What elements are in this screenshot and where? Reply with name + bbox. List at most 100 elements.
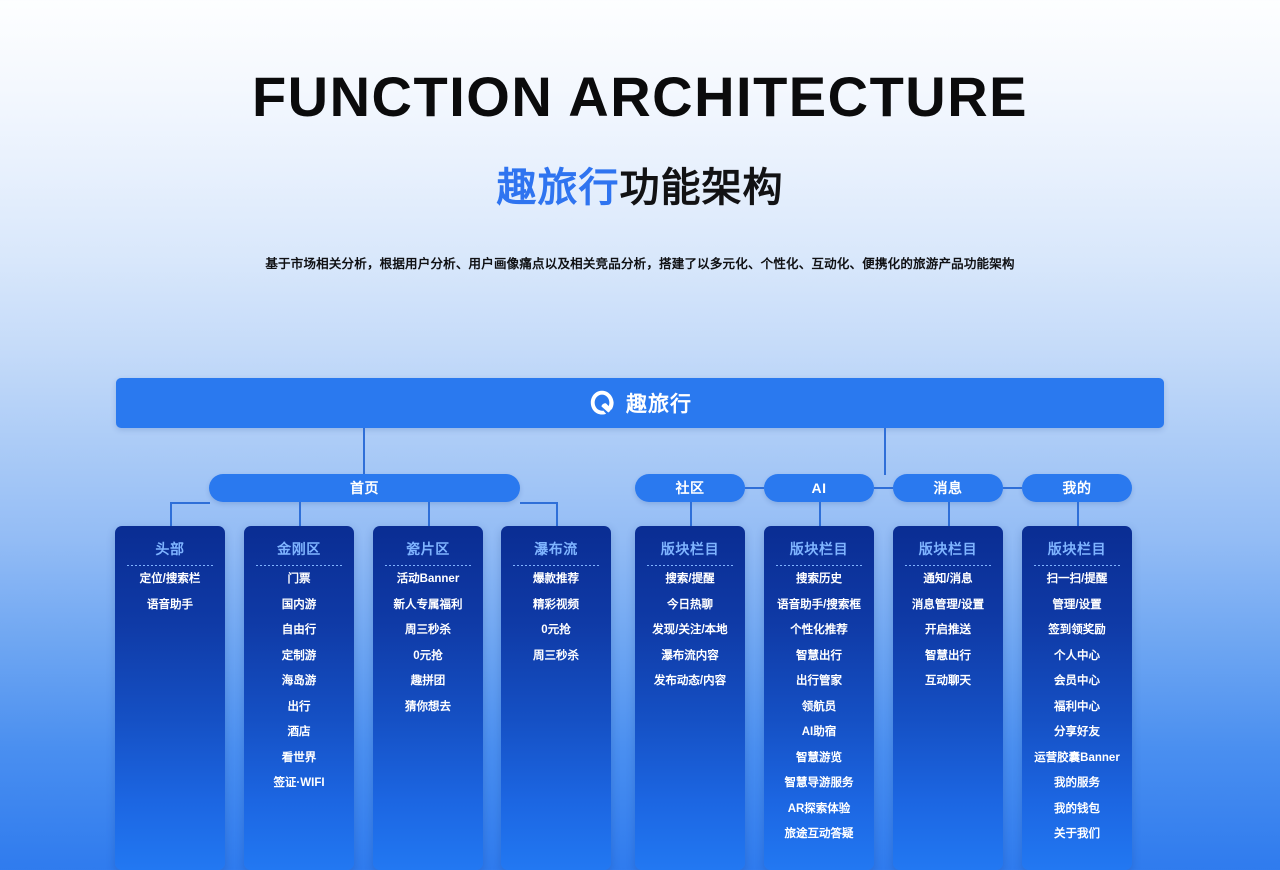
card-item: 扫一扫/提醒: [1046, 573, 1108, 585]
card-item: 智慧出行: [795, 649, 842, 662]
connector-root-to-right-group: [884, 428, 886, 475]
card-item: 海岛游: [281, 675, 317, 687]
card-item: 开启推送: [924, 624, 971, 636]
card-item: 签证·WIFI: [273, 777, 325, 789]
card-divider: [776, 565, 862, 566]
card-item-list: 搜索/提醒今日热聊发现/关注/本地瀑布流内容发布动态/内容: [652, 573, 727, 702]
connector-home-col1-h: [170, 502, 210, 504]
card-title: 版块栏目: [918, 541, 978, 557]
card-divider: [256, 565, 342, 566]
card-column-3[interactable]: 瓷片区 活动Banner 新人专属福利周三秒杀 0元抢趣拼团猜你想去: [373, 526, 483, 870]
card-item: 管理/设置: [1052, 598, 1102, 611]
node-mine[interactable]: 我的: [1022, 474, 1132, 502]
node-mine-label: 我的: [1062, 480, 1092, 496]
card-item: 精彩视频: [533, 598, 579, 611]
card-item: 定位/搜索栏: [139, 573, 201, 585]
card-item: 出行管家: [795, 675, 842, 687]
connector-messages-mine: [1003, 487, 1022, 489]
connector-home-col1-v: [170, 502, 172, 526]
card-column-8[interactable]: 版块栏目 扫一扫/提醒管理/设置签到领奖励个人中心会员中心福利中心分享好友运营胶…: [1022, 526, 1132, 870]
card-column-1[interactable]: 头部 定位/搜索栏语音助手: [115, 526, 225, 870]
card-title: 版块栏目: [660, 541, 720, 557]
card-item: 瀑布流内容: [661, 649, 719, 662]
card-item: 消息管理/设置: [911, 598, 985, 611]
card-column-5[interactable]: 版块栏目 搜索/提醒今日热聊发现/关注/本地瀑布流内容发布动态/内容: [635, 526, 745, 870]
card-item: AI助宿: [801, 726, 837, 738]
card-item-list: 通知/消息消息管理/设置开启推送智慧出行互动聊天: [911, 573, 985, 702]
card-item: AR探索体验: [787, 802, 851, 815]
connector-root-to-home: [363, 428, 365, 475]
card-column-2[interactable]: 金刚区 门票国内游自由行定制游海岛游出行酒店看世界签证·WIFI: [244, 526, 354, 870]
card-item: 周三秒杀: [533, 649, 579, 662]
card-item: 今日热聊: [666, 598, 713, 611]
card-item: 酒店: [287, 726, 311, 738]
page-header: FUNCTION ARCHITECTURE 趣旅行功能架构 基于市场相关分析，根…: [0, 65, 1280, 272]
connector-community-card-v: [690, 502, 692, 526]
card-item: 新人专属福利: [393, 598, 463, 611]
card-item: 爆款推荐: [533, 573, 579, 585]
node-ai[interactable]: AI: [764, 474, 874, 502]
node-community[interactable]: 社区: [635, 474, 745, 502]
root-node[interactable]: 趣旅行: [116, 378, 1164, 428]
card-item: 门票: [287, 573, 311, 585]
card-item: 0元抢: [541, 624, 571, 636]
card-item: 语音助手: [146, 598, 193, 611]
card-item: 0元抢: [413, 649, 443, 662]
card-item: 领航员: [801, 700, 837, 713]
card-title: 版块栏目: [1047, 541, 1107, 557]
card-item: 活动Banner: [396, 573, 460, 585]
page-title: FUNCTION ARCHITECTURE: [251, 65, 1029, 128]
card-item: 发布动态/内容: [653, 675, 727, 687]
node-messages-label: 消息: [933, 480, 963, 496]
node-messages[interactable]: 消息: [893, 474, 1003, 502]
card-item: 出行: [287, 700, 311, 713]
card-item: 搜索/提醒: [665, 573, 715, 585]
card-title: 瀑布流: [534, 541, 578, 557]
card-divider: [647, 565, 733, 566]
subtitle-brand: 趣旅行: [496, 165, 620, 210]
card-divider: [385, 565, 471, 566]
page-subtitle: 趣旅行功能架构: [0, 155, 1280, 213]
card-item: 猜你想去: [405, 700, 451, 713]
connector-home-col2-v: [299, 502, 301, 526]
card-item: 个人中心: [1054, 649, 1100, 662]
card-column-7[interactable]: 版块栏目 通知/消息消息管理/设置开启推送智慧出行互动聊天: [893, 526, 1003, 870]
card-item: 智慧游览: [795, 751, 842, 764]
connector-home-col4-v: [556, 502, 558, 526]
node-community-label: 社区: [675, 480, 705, 496]
card-title: 金刚区: [277, 541, 321, 557]
card-item: 会员中心: [1054, 675, 1100, 687]
card-item: 智慧出行: [924, 649, 971, 662]
card-divider: [905, 565, 991, 566]
node-ai-label: AI: [811, 480, 827, 496]
node-home[interactable]: 首页: [209, 474, 520, 502]
card-item-list: 定位/搜索栏语音助手: [139, 573, 201, 625]
card-item: 福利中心: [1054, 700, 1100, 713]
connector-home-col4-h: [520, 502, 557, 504]
card-item: 签到领奖励: [1048, 624, 1106, 636]
card-item-list: 门票国内游自由行定制游海岛游出行酒店看世界签证·WIFI: [273, 573, 325, 804]
qu-travel-logo-icon: [590, 390, 614, 415]
connector-ai-card-v: [819, 502, 821, 526]
page-description: 基于市场相关分析，根据用户分析、用户画像痛点以及相关竞品分析，搭建了以多元化、个…: [265, 256, 1015, 271]
card-item: 趣拼团: [410, 675, 446, 687]
card-column-4[interactable]: 瀑布流 爆款推荐精彩视频 0元抢周三秒杀: [501, 526, 611, 870]
card-item: 运营胶囊Banner: [1034, 751, 1120, 764]
card-divider: [1034, 565, 1120, 566]
card-title: 版块栏目: [789, 541, 849, 557]
card-item: 关于我们: [1054, 828, 1100, 840]
card-item: 定制游: [281, 649, 317, 662]
card-item: 周三秒杀: [405, 624, 451, 636]
architecture-diagram: 趣旅行 首页 社区 AI 消息 我的 头部 定位/搜索栏语音助手 金刚区 门票国…: [0, 68, 1280, 870]
card-item: 看世界: [281, 751, 317, 764]
card-title: 瓷片区: [406, 541, 450, 557]
connector-community-ai: [745, 487, 764, 489]
root-node-label: 趣旅行: [626, 393, 692, 416]
card-item: 我的服务: [1054, 777, 1100, 789]
card-item: 智慧导游服务: [784, 777, 854, 789]
connector-home-col3-v: [428, 502, 430, 526]
card-item-list: 扫一扫/提醒管理/设置签到领奖励个人中心会员中心福利中心分享好友运营胶囊Bann…: [1034, 573, 1120, 855]
card-item: 旅途互动答疑: [784, 828, 854, 840]
